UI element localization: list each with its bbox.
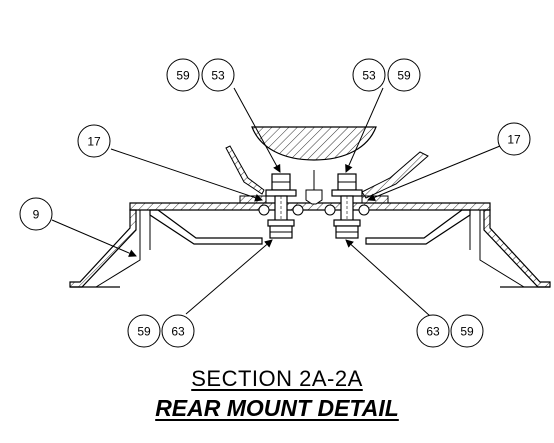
right-bracket-tab <box>361 151 429 199</box>
callout-59-bottom-left: 59 <box>127 314 161 348</box>
right-bolt-assembly <box>324 173 370 239</box>
right-lock-washer <box>333 219 361 227</box>
center-spacer <box>305 189 323 205</box>
callout-label: 17 <box>87 135 101 149</box>
left-lock-washer <box>267 219 295 227</box>
callout-label: 9 <box>33 208 40 222</box>
left-bracket-tab <box>225 145 265 195</box>
callout-63-bottom-left: 63 <box>161 314 195 348</box>
callout-label: 59 <box>176 69 190 83</box>
isolator-section <box>251 126 377 161</box>
frame-channel-left <box>69 209 137 288</box>
callout-label: 53 <box>362 69 376 83</box>
callout-label: 59 <box>460 325 474 339</box>
callout-label: 17 <box>507 133 521 147</box>
callout-label: 63 <box>426 325 440 339</box>
callout-53-top-right: 53 <box>352 58 386 92</box>
callout-59-top-right: 59 <box>387 58 421 92</box>
callout-label: 63 <box>171 325 185 339</box>
leader-lines <box>51 87 501 317</box>
left-washer-top <box>265 189 297 197</box>
left-bolt-assembly <box>258 173 304 239</box>
inner-channel-right <box>365 209 471 245</box>
inner-channel-left <box>149 209 263 245</box>
callout-53-top-left: 53 <box>201 58 235 92</box>
callout-17-left: 17 <box>77 124 111 158</box>
frame-channel-right <box>483 209 551 288</box>
callout-9: 9 <box>19 197 53 231</box>
section-title: SECTION 2A-2A <box>191 366 363 391</box>
callout-59-bottom-right: 59 <box>450 314 484 348</box>
callout-63-bottom-right: 63 <box>416 314 450 348</box>
detail-title: REAR MOUNT DETAIL <box>155 395 399 421</box>
callout-label: 59 <box>397 69 411 83</box>
callout-17-right: 17 <box>497 122 531 156</box>
right-washer-top <box>331 189 363 197</box>
callout-label: 59 <box>137 325 151 339</box>
callout-label: 53 <box>211 69 225 83</box>
plate-step-left <box>239 195 267 204</box>
callout-59-top-left: 59 <box>166 58 200 92</box>
top-plate <box>129 202 491 211</box>
